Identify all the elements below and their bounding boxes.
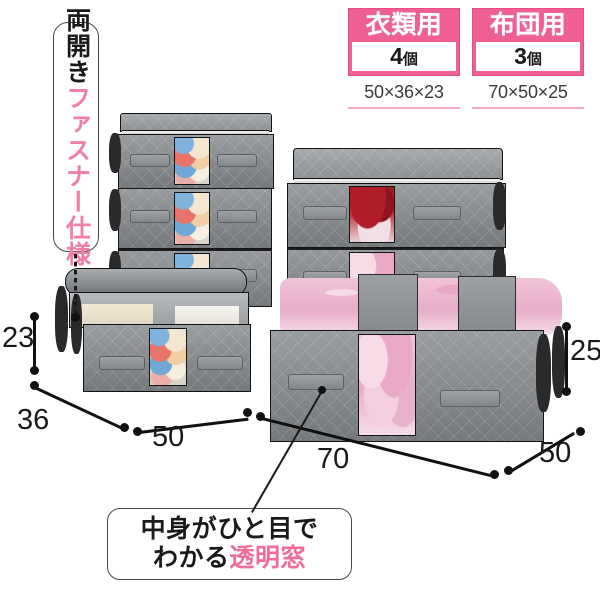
callout-window: 中身がひと目で わかる透明窓 bbox=[107, 508, 352, 580]
bag-side-strap bbox=[552, 326, 565, 398]
dimension-endpoint-dot bbox=[256, 412, 265, 421]
callout-zipper: 両開きファスナー仕様 bbox=[53, 7, 99, 267]
spec-badge-clothing: 衣類用 4個 50×36×23 bbox=[348, 8, 460, 110]
bag-lid bbox=[293, 148, 503, 180]
callout-zipper-leader-line bbox=[74, 254, 77, 316]
bag-side-strap bbox=[493, 182, 506, 230]
bag-handle bbox=[440, 390, 500, 407]
callout-window-line2-pink: 透明窓 bbox=[229, 544, 307, 572]
bag-open-lid-roll bbox=[65, 268, 247, 296]
callout-window-line2-black: わかる bbox=[152, 544, 230, 572]
bag-side-strap bbox=[109, 189, 121, 231]
dimension-endpoint-dot bbox=[562, 322, 571, 331]
dimension-endpoint-dot bbox=[504, 466, 513, 475]
dimension-label-clothing-height: 23 bbox=[2, 322, 35, 354]
dimension-label-futon-width: 70 bbox=[317, 443, 350, 475]
spec-badge-futon: 布団用 3個 70×50×25 bbox=[472, 8, 584, 110]
bag-clothing-stack-middle bbox=[109, 183, 272, 249]
spec-badge-futon-title: 布団用 bbox=[489, 11, 567, 39]
bag-side-strap bbox=[71, 294, 82, 354]
dimension-endpoint-dot bbox=[30, 366, 39, 375]
bag-handle bbox=[288, 374, 344, 390]
dimension-endpoint-dot bbox=[133, 427, 142, 436]
bag-handle bbox=[303, 206, 347, 220]
dimension-endpoint-dot bbox=[562, 387, 571, 396]
dimension-label-futon-depth: 50 bbox=[539, 437, 572, 469]
spec-badge-clothing-dimensions: 50×36×23 bbox=[348, 82, 460, 110]
bag-open-bedding bbox=[280, 278, 562, 336]
callout-window-line2: わかる透明窓 bbox=[153, 544, 306, 574]
callout-zipper-text: 両開きファスナー仕様 bbox=[62, 7, 91, 267]
spec-badge-clothing-count-wrap: 4個 bbox=[352, 42, 456, 72]
dimension-endpoint-dot bbox=[576, 427, 585, 436]
callout-zipper-text-pink: ファスナー仕様 bbox=[62, 85, 91, 267]
bag-clothing-stack-top bbox=[109, 113, 274, 189]
dimension-endpoint-dot bbox=[490, 470, 499, 479]
bag-open-flap bbox=[358, 274, 418, 340]
spec-badge-futon-count-wrap: 3個 bbox=[476, 42, 580, 72]
bag-side-strap bbox=[536, 334, 551, 412]
bag-clothing-open-front bbox=[55, 268, 253, 394]
callout-window-line1-text: 中身がひと目で bbox=[140, 514, 319, 543]
dimension-label-clothing-depth: 36 bbox=[17, 404, 50, 436]
bag-side-strap bbox=[55, 286, 68, 352]
bag-open-contents bbox=[175, 306, 239, 326]
bag-clear-window bbox=[149, 328, 187, 386]
bag-open-contents bbox=[75, 304, 153, 326]
bag-clear-window bbox=[174, 137, 210, 185]
bag-handle bbox=[217, 210, 257, 223]
bag-futon-open-front bbox=[262, 274, 574, 448]
dimension-line-futon-height bbox=[565, 327, 568, 390]
spec-badge-futon-dimensions: 70×50×25 bbox=[472, 82, 584, 110]
bag-open-flap bbox=[458, 276, 516, 338]
callout-zipper-leader-dot bbox=[71, 313, 80, 322]
spec-badge-clothing-box: 衣類用 4個 bbox=[348, 8, 460, 77]
bag-handle bbox=[130, 210, 170, 223]
spec-badge-futon-box: 布団用 3個 bbox=[472, 8, 584, 77]
dimension-line-clothing-height bbox=[33, 317, 36, 369]
dimension-label-clothing-width: 50 bbox=[152, 421, 185, 453]
dimension-endpoint-dot bbox=[120, 423, 129, 432]
bag-side-strap bbox=[109, 133, 121, 173]
spec-badge-futon-count: 3個 bbox=[476, 44, 580, 68]
bag-clear-window bbox=[358, 334, 416, 436]
dimension-endpoint-dot bbox=[243, 408, 252, 417]
spec-badge-futon-count-unit: 個 bbox=[526, 51, 542, 68]
bag-clear-window bbox=[349, 186, 395, 243]
bag-clear-window bbox=[174, 192, 210, 245]
dimension-endpoint-dot bbox=[30, 312, 39, 321]
spec-badge-clothing-count-unit: 個 bbox=[402, 51, 418, 68]
dimension-endpoint-dot bbox=[30, 381, 39, 390]
spec-badge-row: 衣類用 4個 50×36×23 布団用 3個 70×50×25 bbox=[348, 8, 584, 110]
callout-window-leader-dot bbox=[318, 386, 326, 394]
bag-handle bbox=[217, 154, 257, 167]
callout-zipper-text-black: 両開き bbox=[62, 7, 91, 85]
bag-handle bbox=[197, 356, 243, 370]
bag-handle bbox=[130, 154, 170, 167]
bag-handle bbox=[413, 206, 461, 220]
dimension-label-futon-height: 25 bbox=[570, 335, 600, 367]
spec-badge-clothing-count: 4個 bbox=[352, 44, 456, 68]
callout-window-line1: 中身がひと目で bbox=[141, 515, 319, 545]
bag-handle bbox=[99, 356, 145, 370]
spec-badge-clothing-title: 衣類用 bbox=[365, 11, 443, 39]
spec-badge-futon-count-number: 3 bbox=[514, 43, 527, 69]
spec-badge-clothing-count-number: 4 bbox=[390, 43, 403, 69]
bag-futon-stack-top bbox=[287, 148, 506, 248]
